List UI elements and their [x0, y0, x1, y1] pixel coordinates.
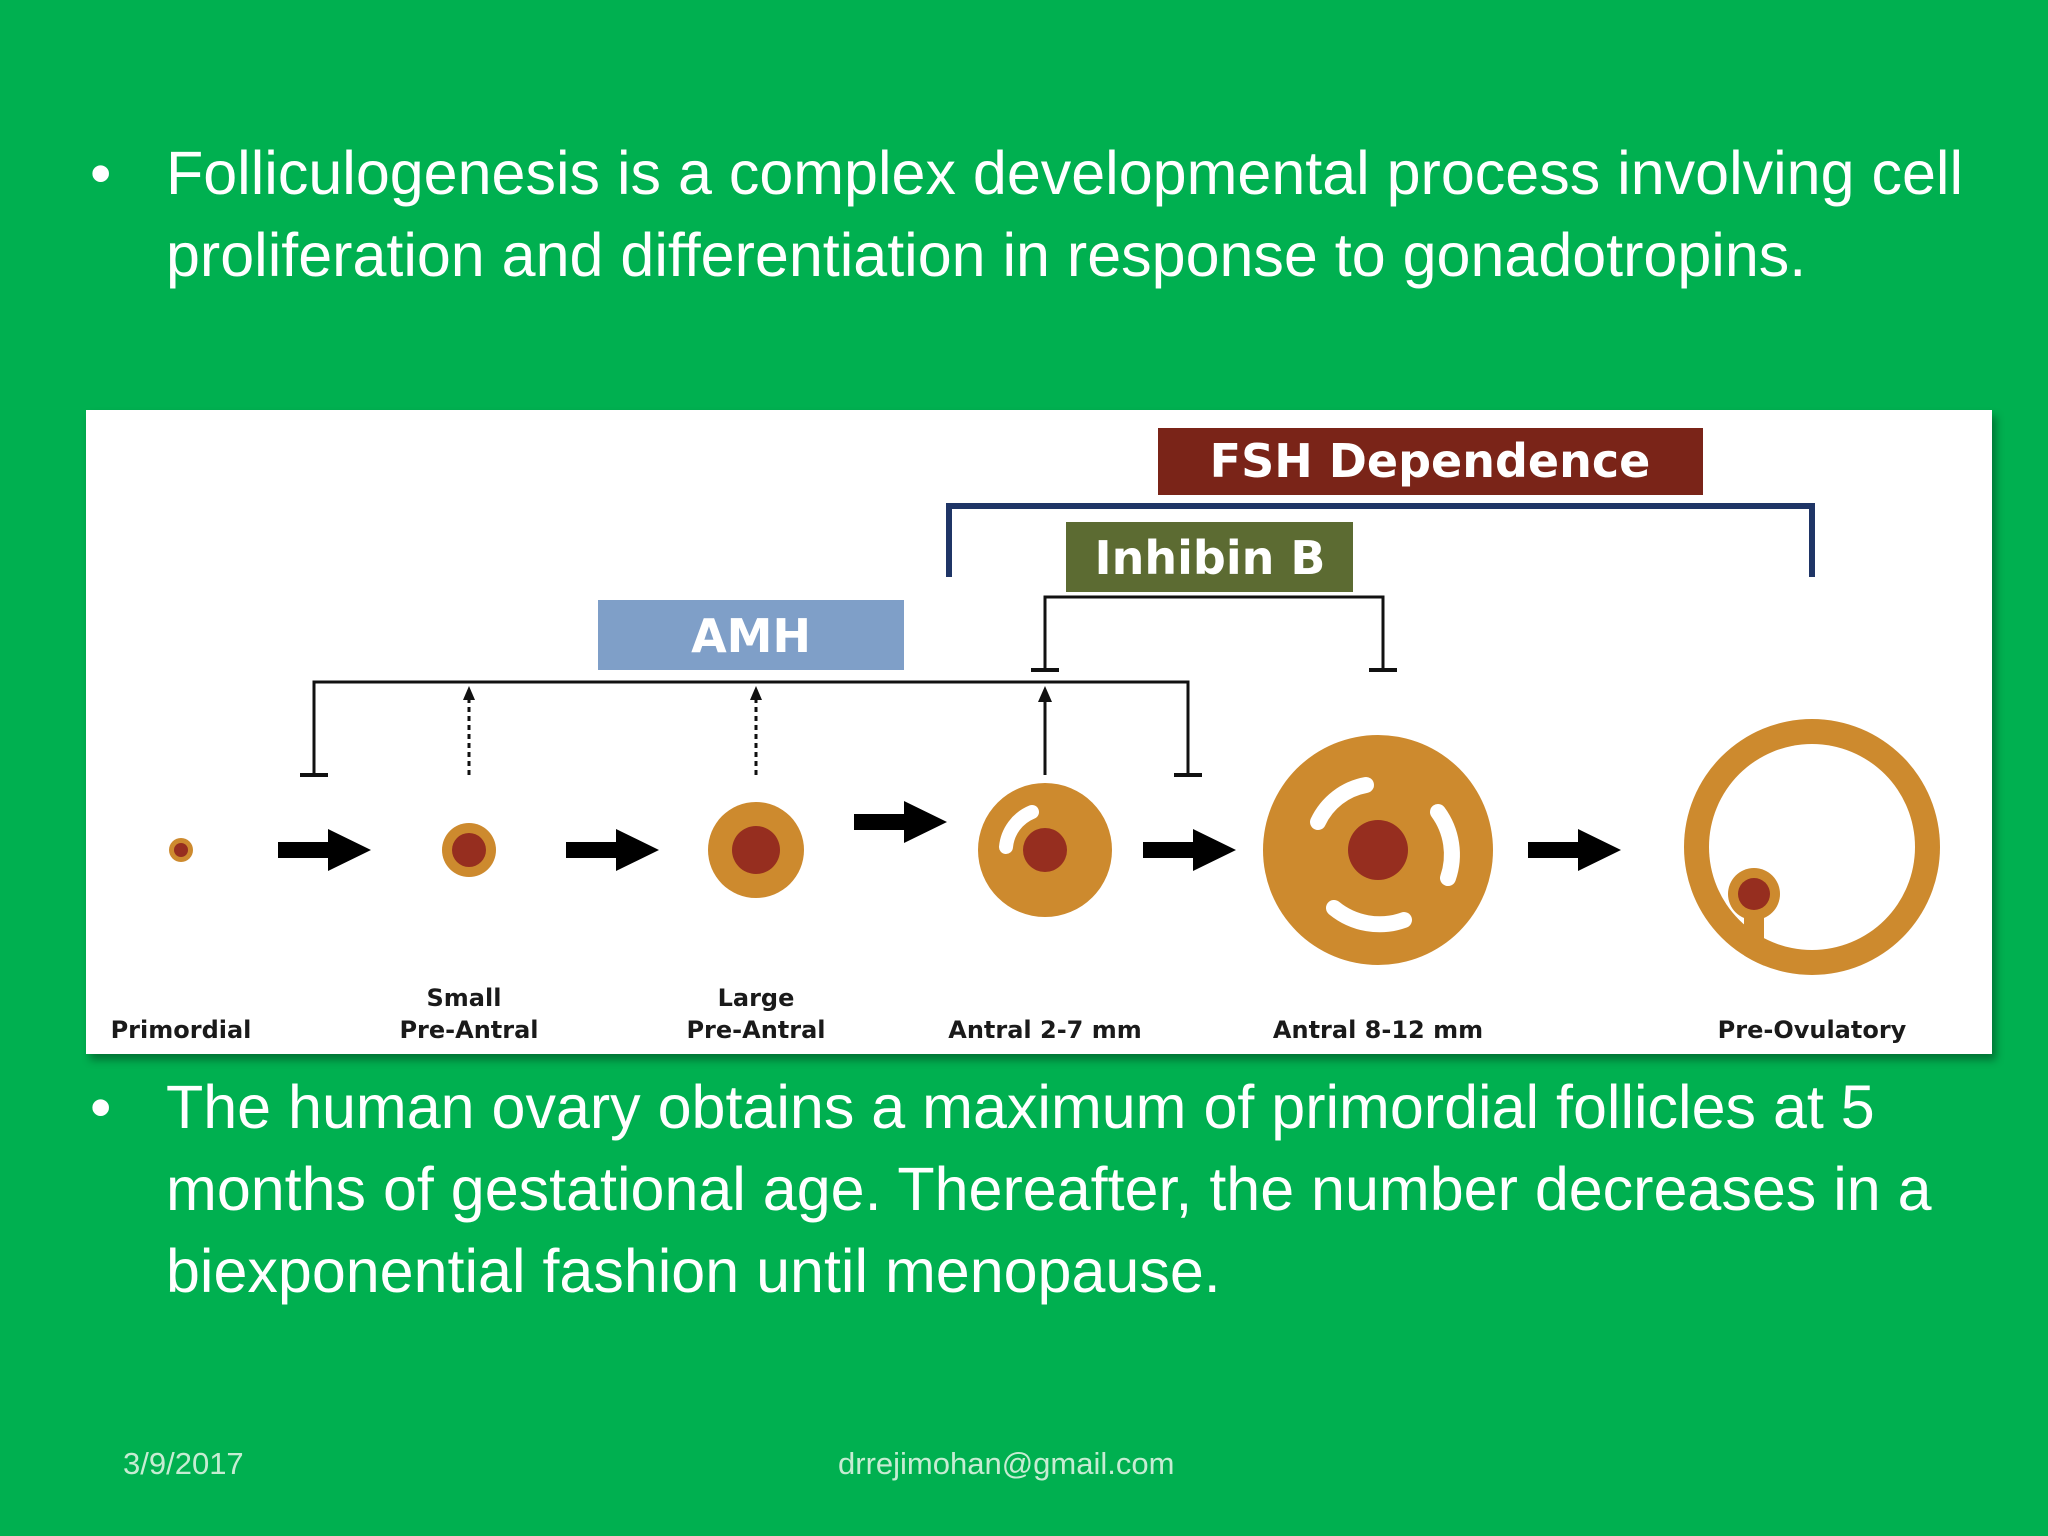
bullet-text: The human ovary obtains a maximum of pri…: [166, 1073, 1932, 1305]
antrum-space: [1430, 804, 1460, 886]
oocyte: [732, 826, 780, 874]
footer-email: drrejimohan@gmail.com: [838, 1446, 1175, 1481]
stage-label: Pre-Antral: [399, 1016, 538, 1044]
diagram-canvas: FSH Dependence Inhibin B AMH: [111, 428, 1940, 1044]
progression-arrow: [854, 801, 947, 843]
stage-label: Antral 8-12 mm: [1273, 1016, 1483, 1044]
antrum-space: [1326, 900, 1412, 933]
antrum-space: [1310, 777, 1374, 830]
antrum-space: [999, 805, 1039, 854]
footer-date: 3/9/2017: [123, 1446, 244, 1481]
oocyte: [1023, 828, 1067, 872]
fsh-bracket: [946, 503, 1815, 577]
stage-label: Large: [718, 984, 795, 1012]
progression-arrow: [566, 829, 659, 871]
stage-label: Primordial: [111, 1016, 252, 1044]
bullet-text: Folliculogenesis is a complex developmen…: [166, 139, 1963, 289]
oocyte: [452, 833, 486, 867]
amh-connector: [312, 680, 1190, 775]
oocyte: [1348, 820, 1408, 880]
oocyte: [1738, 878, 1770, 910]
bullet-marker: •: [90, 139, 112, 207]
inhibin-b-connector: [1043, 595, 1385, 670]
amh-arrowhead: [750, 686, 762, 700]
amh-arrowhead: [1038, 686, 1052, 702]
fsh-dependence-box: [1158, 428, 1703, 495]
oocyte: [174, 843, 188, 857]
stage-label: Pre-Antral: [686, 1016, 825, 1044]
bullet-marker: •: [90, 1073, 112, 1141]
progression-arrow: [278, 829, 371, 871]
amh-arrowhead: [463, 686, 475, 700]
amh-box: [598, 600, 904, 670]
stage-label: Pre-Ovulatory: [1718, 1016, 1907, 1044]
fsh-dependence-label: FSH Dependence: [1210, 434, 1651, 488]
antrum-cavity: [1709, 744, 1915, 950]
inhibin-b-box: [1066, 522, 1353, 592]
stage-label: Small: [427, 984, 502, 1012]
progression-arrow: [1528, 829, 1621, 871]
stage-label: Antral 2-7 mm: [948, 1016, 1141, 1044]
inhibin-b-label: Inhibin B: [1095, 531, 1326, 585]
amh-label: AMH: [691, 609, 811, 663]
progression-arrow: [1143, 829, 1236, 871]
folliculogenesis-diagram: FSH Dependence Inhibin B AMH: [86, 410, 1992, 1054]
